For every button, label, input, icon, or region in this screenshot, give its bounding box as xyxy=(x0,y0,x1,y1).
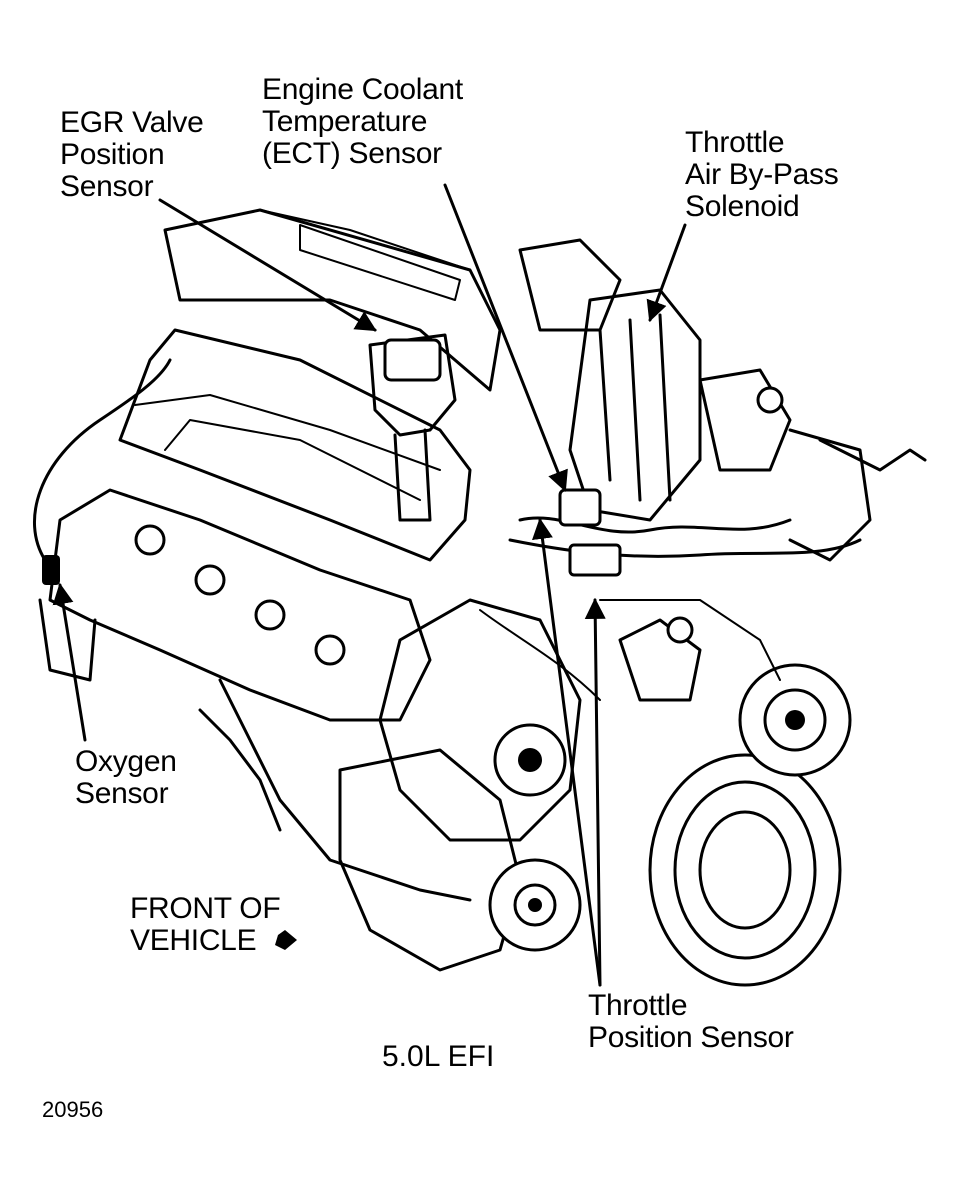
front-of-vehicle-label: FRONT OF VEHICLE xyxy=(130,892,281,957)
oxygen-arrow xyxy=(52,582,87,742)
tps-arrow-2 xyxy=(584,597,606,987)
figure-number: 20956 xyxy=(42,1097,104,1122)
bypass-arrow xyxy=(646,223,687,322)
leader-arrows xyxy=(52,183,687,987)
tps-arrow-1 xyxy=(532,517,602,987)
throttle-position-label: Throttle Position Sensor xyxy=(588,989,794,1054)
egr-valve-label: EGR Valve Position Sensor xyxy=(60,106,204,203)
throttle-bypass-label: Throttle Air By-Pass Solenoid xyxy=(685,126,839,223)
engine-illustration xyxy=(32,208,927,987)
ect-arrow xyxy=(443,183,568,492)
engine-caption: 5.0L EFI xyxy=(382,1040,495,1073)
egr-arrow xyxy=(158,198,377,332)
ect-sensor-label: Engine Coolant Temperature (ECT) Sensor xyxy=(262,73,463,170)
oxygen-sensor-label: Oxygen Sensor xyxy=(75,745,177,810)
front-arrow-icon xyxy=(275,930,297,950)
